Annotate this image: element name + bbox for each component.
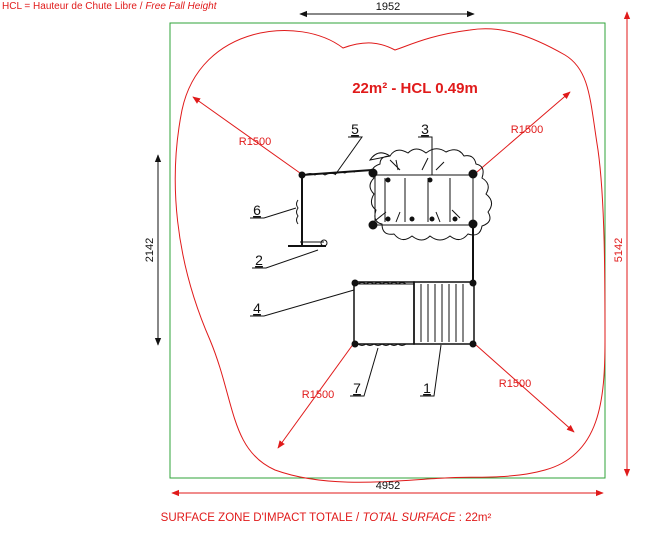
part-label-2: 2 [255,252,263,268]
footer-suffix: : 22m² [455,512,492,524]
radius-arrow-bottom-left [277,342,355,449]
radius-label-top-left: R1500 [239,136,271,148]
radius-arrow-top-left [192,96,301,174]
radius-label-top-right: R1500 [511,124,543,136]
boundary-rect [169,22,606,479]
zone-title: 22m² - HCL 0.49m [352,80,478,97]
part-label-6: 6 [253,202,261,218]
canopy-outline [368,148,492,241]
dim-right-text: 5142 [613,238,625,262]
radius-label-bottom-left: R1500 [302,389,334,401]
part-label-7: 7 [353,380,361,396]
radius-arrow-bottom-right [475,344,575,433]
dim-top-text: 1952 [376,1,400,13]
legend-prefix: HCL = Hauteur de Chute Libre / [2,1,146,12]
radius-label-bottom-right: R1500 [499,378,531,390]
footer-caption: SURFACE ZONE D'IMPACT TOTALE / TOTAL SUR… [0,512,652,524]
dim-bottom-text: 4952 [376,480,400,492]
legend: HCL = Hauteur de Chute Libre / Free Fall… [2,1,216,12]
part-label-3: 3 [421,121,429,137]
dim-left-text: 2142 [144,238,156,262]
part-label-5: 5 [351,121,359,137]
leader-lines [250,136,442,397]
footer-prefix: SURFACE ZONE D'IMPACT TOTALE / [160,512,363,524]
impact-zone-outline [174,28,606,483]
part-label-4: 4 [253,300,261,316]
part-label-1: 1 [423,380,431,396]
footer-italic: TOTAL SURFACE [362,512,456,524]
legend-italic: Free Fall Height [145,1,217,12]
radius-arrow-top-right [476,91,571,173]
play-structure [288,148,492,348]
